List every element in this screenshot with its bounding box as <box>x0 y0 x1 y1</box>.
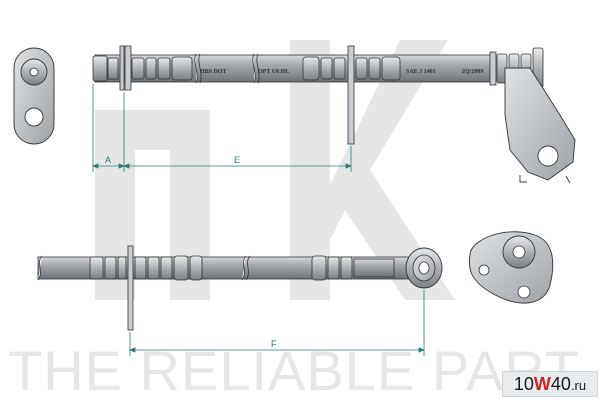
dimension-f-label: F <box>271 339 277 349</box>
hose-marking-2: OPT U8 HL <box>258 69 289 75</box>
badge-prefix: 10 <box>513 374 534 394</box>
site-badge: 10W40.ru <box>502 371 598 397</box>
badge-num: 40 <box>550 374 571 394</box>
dimension-lines-bottom <box>128 290 426 356</box>
dimension-a-label: A <box>105 155 111 165</box>
hose-marking-4: 2Q/2009 <box>462 69 483 75</box>
badge-suffix: .ru <box>570 378 587 393</box>
bottom-hose <box>37 245 443 331</box>
fitting-end-view <box>13 47 55 145</box>
dimension-lines-top <box>91 84 353 172</box>
hose-marking-1: HBS DOT <box>200 69 227 75</box>
slogan-watermark: THE RELIABLE PART <box>8 339 580 400</box>
bracket-end-view <box>469 231 554 304</box>
badge-w: W <box>533 374 551 394</box>
hose-marking-3: SAE J 1401 <box>406 69 436 75</box>
top-hose <box>92 45 576 184</box>
dimension-e-label: E <box>234 155 240 165</box>
